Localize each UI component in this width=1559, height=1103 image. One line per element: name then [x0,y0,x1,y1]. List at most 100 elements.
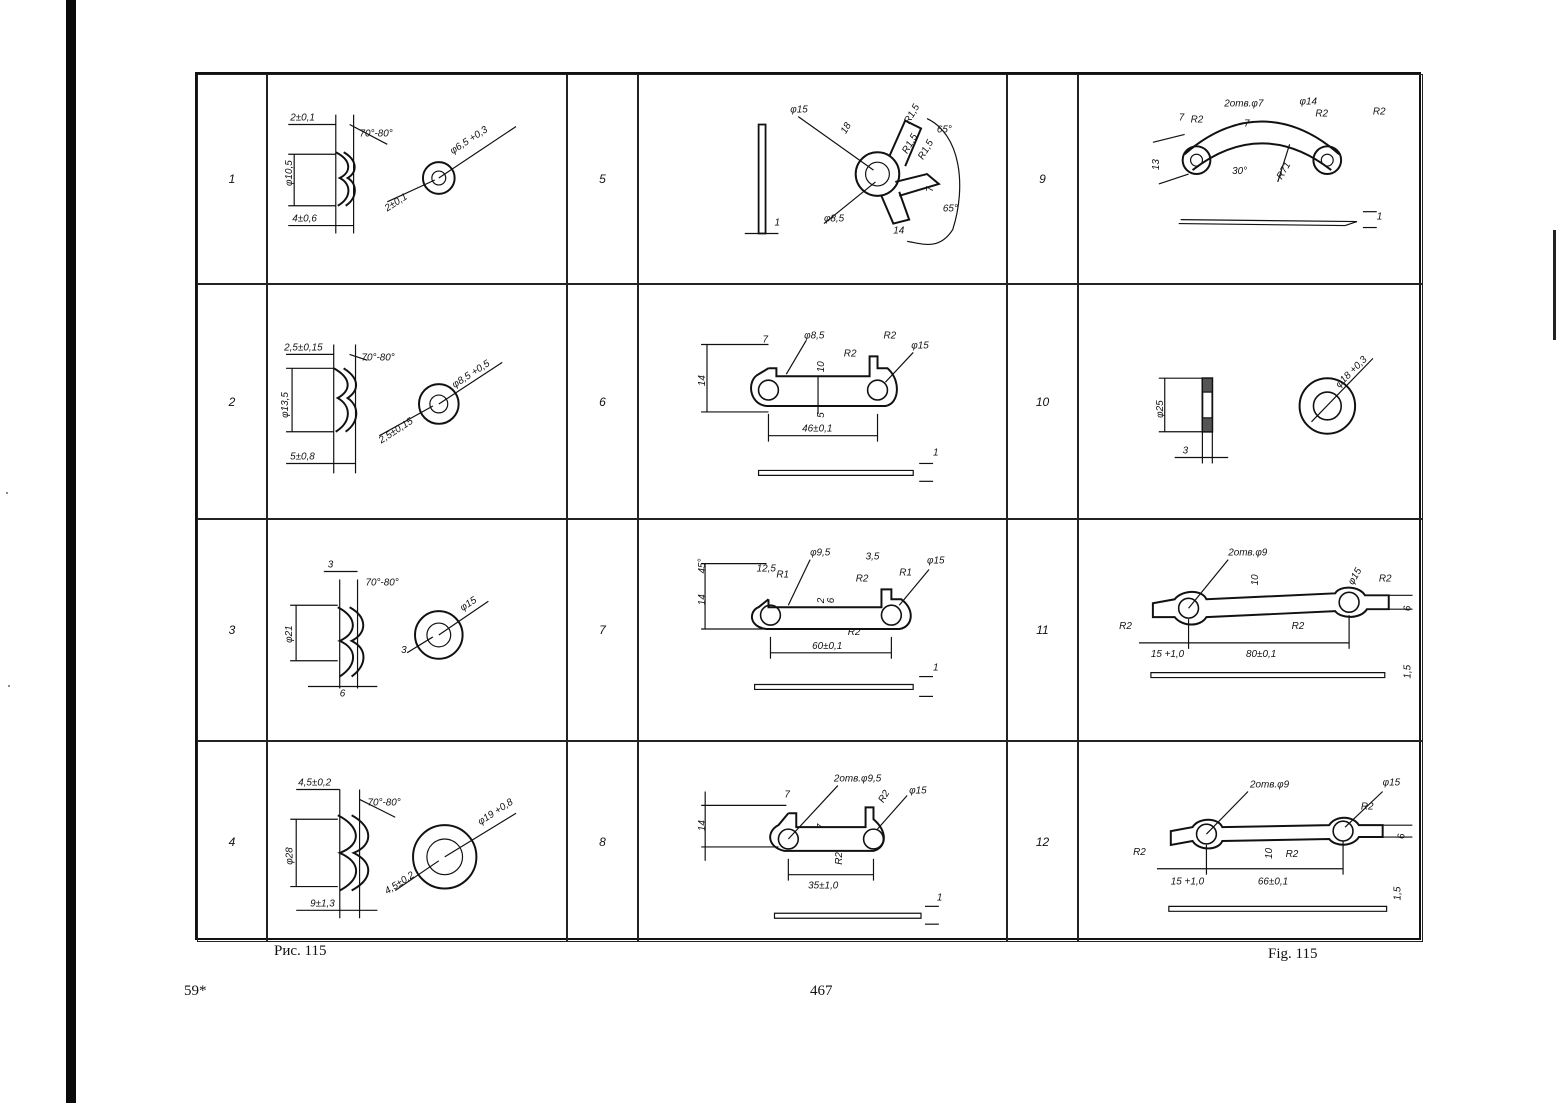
plate-7-svg: 45° 12,5 R1 φ9,5 3,5 R2 R1 φ15 14 2 6 R2… [697,548,945,697]
svg-text:2,5±0,15: 2,5±0,15 [283,342,323,353]
speck [8,685,10,687]
svg-text:10: 10 [1264,847,1275,859]
svg-text:R2: R2 [1191,115,1204,126]
washer-3-svg: 3 70°-80° φ21 6 φ15 3 [284,560,489,699]
sheet-signature: 59* [184,983,207,999]
svg-text:φ6,5 +0,3: φ6,5 +0,3 [448,124,490,157]
svg-text:2отв.φ9,5: 2отв.φ9,5 [833,774,882,785]
svg-text:1: 1 [933,448,939,459]
svg-text:φ19 +0,8: φ19 +0,8 [476,797,516,828]
washer-drawing-10: φ25 φ18 +0,3 3 [1078,284,1423,519]
svg-text:6: 6 [340,688,346,699]
svg-text:R2: R2 [848,627,861,638]
part-number: 11 [1007,519,1078,741]
svg-text:φ15: φ15 [911,340,929,351]
svg-text:1: 1 [937,892,943,903]
part-number: 5 [567,74,638,284]
svg-text:φ8,5: φ8,5 [824,214,845,225]
strip-drawing-11: 2отв.φ9 10 φ15 R2 R2 R2 6 15 +1,0 80±0,1… [1078,519,1423,741]
svg-text:φ13,5: φ13,5 [280,392,291,418]
svg-text:φ9,5: φ9,5 [810,548,831,559]
svg-text:9±1,3: 9±1,3 [310,898,335,909]
part-number: 1 [197,74,267,284]
svg-text:14: 14 [893,225,905,236]
washer-1-svg: 2±0,1 70°-80° φ10,5 4±0,6 φ6,5 +0,3 2±0,… [284,113,517,234]
part-number: 12 [1007,741,1078,942]
svg-text:2: 2 [816,597,827,604]
svg-text:φ15: φ15 [458,595,479,614]
part-number: 7 [567,519,638,741]
washer-drawing-4: 4,5±0,2 70°-80° φ28 9±1,3 φ19 +0,8 4,5±0… [267,741,567,942]
lock-plate-5-svg: φ15 18 R1,5 65° R1,5 R1,5 7 65° φ8,5 14 … [744,102,961,245]
svg-text:46±0,1: 46±0,1 [802,424,832,435]
page-number: 467 [810,983,833,999]
svg-text:65°: 65° [937,124,952,135]
svg-text:φ15: φ15 [1346,566,1365,587]
svg-text:65°: 65° [943,204,958,215]
svg-text:φ10,5: φ10,5 [284,160,295,186]
binding-shadow [66,0,76,1103]
svg-text:2±0,1: 2±0,1 [382,192,410,215]
svg-text:15 +1,0: 15 +1,0 [1151,649,1185,660]
svg-text:4,5±0,2: 4,5±0,2 [298,778,331,789]
svg-text:70°-80°: 70°-80° [361,352,394,363]
svg-text:13: 13 [1151,159,1162,171]
svg-text:7: 7 [763,335,769,346]
plate-8-svg: 7 2отв.φ9,5 φ15 R2 14 7 R2 35±1,0 1 [697,774,943,925]
washer-drawing-1: 2±0,1 70°-80° φ10,5 4±0,6 φ6,5 +0,3 2±0,… [267,74,567,284]
svg-text:R2: R2 [876,788,892,805]
speck [6,492,8,494]
svg-text:60±0,1: 60±0,1 [812,641,842,652]
svg-text:14: 14 [697,375,708,387]
figure-caption-en: Fig. 115 [1268,946,1318,962]
part-number: 3 [197,519,267,741]
part-number: 9 [1007,74,1078,284]
svg-text:R2: R2 [883,331,896,342]
arc-plate-drawing-9: 7 R2 2отв.φ7 φ14 R2 R2 13 7 30° R71 1 [1078,74,1423,284]
svg-text:1: 1 [933,663,939,674]
svg-text:φ21: φ21 [284,625,295,642]
svg-text:3,5: 3,5 [866,552,880,563]
drawing-table: 1 2±0,1 70°-80° φ10,5 4±0,6 φ6,5 +0,3 2±… [195,72,1423,942]
svg-text:R71: R71 [1275,160,1294,181]
washer-drawing-3: 3 70°-80° φ21 6 φ15 3 [267,519,567,741]
svg-text:7: 7 [1244,119,1250,130]
figure-caption-ru: Рис. 115 [274,943,327,959]
lock-plate-drawing-5: φ15 18 R1,5 65° R1,5 R1,5 7 65° φ8,5 14 … [638,74,1007,284]
svg-text:70°-80°: 70°-80° [365,577,398,588]
part-number: 8 [567,741,638,942]
svg-text:φ18 +0,3: φ18 +0,3 [1334,354,1370,390]
svg-text:φ15: φ15 [1383,778,1401,789]
svg-text:R2: R2 [1119,621,1132,632]
svg-text:3: 3 [1183,446,1189,457]
svg-text:R1: R1 [776,569,789,580]
svg-text:66±0,1: 66±0,1 [1258,877,1288,888]
svg-text:70°-80°: 70°-80° [360,128,393,139]
svg-text:4±0,6: 4±0,6 [292,214,317,225]
svg-text:5±0,8: 5±0,8 [290,452,315,463]
strip-11-svg: 2отв.φ9 10 φ15 R2 R2 R2 6 15 +1,0 80±0,1… [1119,548,1414,679]
svg-text:2отв.φ7: 2отв.φ7 [1223,99,1264,110]
part-number: 4 [197,741,267,942]
svg-text:10: 10 [816,361,827,373]
svg-text:3: 3 [401,645,407,656]
svg-text:7: 7 [816,823,827,829]
svg-text:R2: R2 [1361,801,1374,812]
svg-text:35±1,0: 35±1,0 [808,881,839,892]
part-number: 6 [567,284,638,519]
plate-drawing-8: 7 2отв.φ9,5 φ15 R2 14 7 R2 35±1,0 1 [638,741,1007,942]
svg-text:1,5: 1,5 [1392,886,1403,900]
svg-text:φ14: φ14 [1300,97,1318,108]
svg-text:1,5: 1,5 [1403,664,1414,678]
svg-text:1: 1 [774,218,780,229]
washer-2-svg: 2,5±0,15 70°-80° φ13,5 5±0,8 φ8,5 +0,5 2… [280,342,503,474]
strip-12-svg: 2отв.φ9 φ15 R2 R2 R2 10 6 15 +1,0 66±0,1… [1133,778,1413,912]
svg-text:R2: R2 [1292,621,1305,632]
svg-text:φ15: φ15 [927,556,945,567]
svg-text:18: 18 [839,120,854,135]
svg-text:15 +1,0: 15 +1,0 [1171,877,1205,888]
strip-drawing-12: 2отв.φ9 φ15 R2 R2 R2 10 6 15 +1,0 66±0,1… [1078,741,1423,942]
svg-text:80±0,1: 80±0,1 [1246,649,1276,660]
svg-text:2отв.φ9: 2отв.φ9 [1249,780,1290,791]
part-number: 2 [197,284,267,519]
